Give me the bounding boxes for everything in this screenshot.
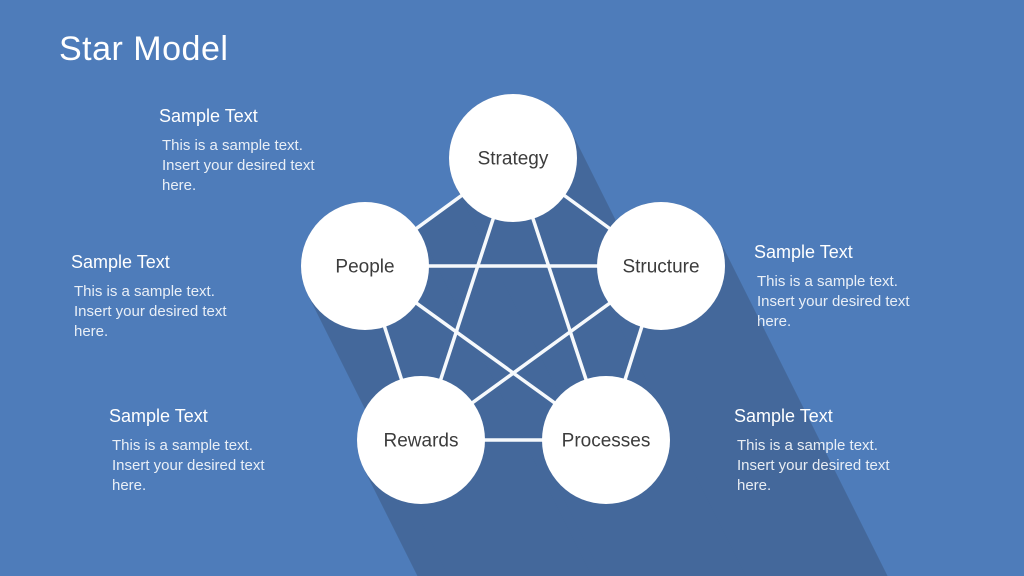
node-circle-structure [597,202,725,330]
callout-bottom-left: Sample Text This is a sample text. Inser… [109,406,309,496]
callout-body: This is a sample text. Insert your desir… [737,437,890,494]
callout-body: This is a sample text. Insert your desir… [757,273,910,330]
node-circle-strategy [449,94,577,222]
node-label-processes: Processes [562,431,651,452]
node-circle-processes [542,376,670,504]
node-label-structure: Structure [622,257,699,278]
callout-title: Sample Text [159,106,258,126]
callout-body: This is a sample text. Insert your desir… [162,137,315,194]
callout-title: Sample Text [734,406,833,426]
node-circle-people [301,202,429,330]
callout-bottom-right: Sample Text This is a sample text. Inser… [734,406,934,496]
callout-middle-left: Sample Text This is a sample text. Inser… [71,252,271,342]
callout-body: This is a sample text. Insert your desir… [74,283,227,340]
node-label-people: People [335,257,394,278]
slide-title: Star Model [59,30,229,68]
node-circle-rewards [357,376,485,504]
callout-title: Sample Text [754,242,853,262]
callout-middle-right: Sample Text This is a sample text. Inser… [754,242,954,332]
callout-title: Sample Text [109,406,208,426]
node-label-rewards: Rewards [384,431,459,452]
callout-body: This is a sample text. Insert your desir… [112,437,265,494]
callout-title: Sample Text [71,252,170,272]
callout-top-left: Sample Text This is a sample text. Inser… [159,106,359,196]
node-label-strategy: Strategy [478,149,549,170]
